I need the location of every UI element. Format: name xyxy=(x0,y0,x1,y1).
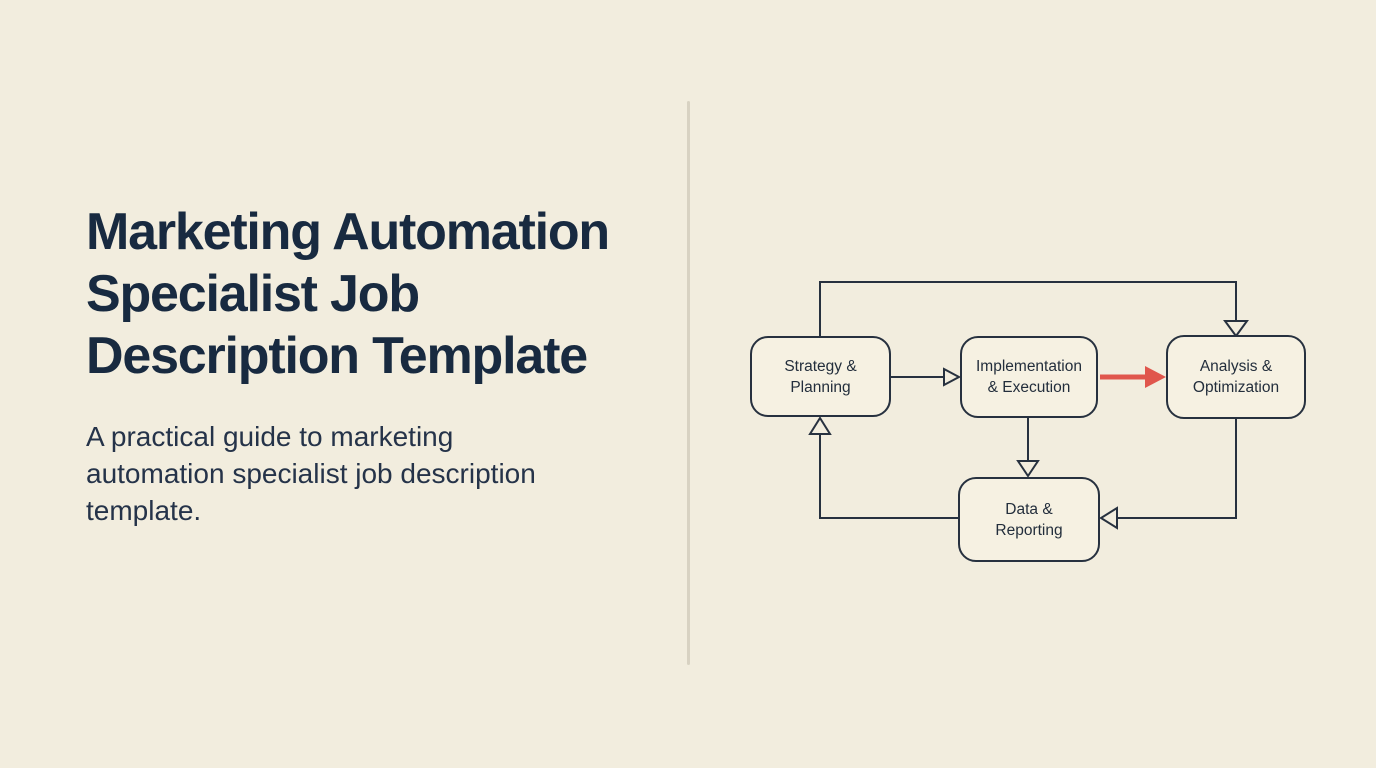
vertical-divider xyxy=(687,101,690,665)
page-subtitle: A practical guide to marketing automatio… xyxy=(86,421,536,526)
arrowhead-into-strategy-bottom-icon xyxy=(808,416,832,435)
edge-analysis-to-data xyxy=(1117,419,1237,519)
flow-node-label: Analysis & Optimization xyxy=(1192,358,1280,396)
red-arrowhead-into-analysis-icon xyxy=(1145,366,1166,388)
flow-node-data-reporting: Data & Reporting xyxy=(958,477,1100,562)
edge-data-to-strategy xyxy=(819,434,958,519)
arrowhead-into-implementation-icon xyxy=(943,367,962,387)
flow-node-label: Data & Reporting xyxy=(995,500,1063,539)
arrowhead-into-analysis-top-icon xyxy=(1223,320,1249,338)
arrowhead-into-data-right-icon xyxy=(1099,506,1118,530)
flow-node-label: Implementation & Execution xyxy=(976,358,1082,396)
flow-node-label: Strategy & Planning xyxy=(784,357,857,396)
arrowhead-into-data-top-icon xyxy=(1016,460,1040,478)
edge-strategy-to-analysis-top-rail xyxy=(819,281,1237,336)
flow-node-implementation-execution: Implementation & Execution xyxy=(960,336,1098,418)
page-title: Marketing Automation Specialist Job Desc… xyxy=(86,203,610,385)
flow-node-strategy-planning: Strategy & Planning xyxy=(750,336,891,417)
flow-node-analysis-optimization: Analysis & Optimization xyxy=(1166,335,1306,419)
